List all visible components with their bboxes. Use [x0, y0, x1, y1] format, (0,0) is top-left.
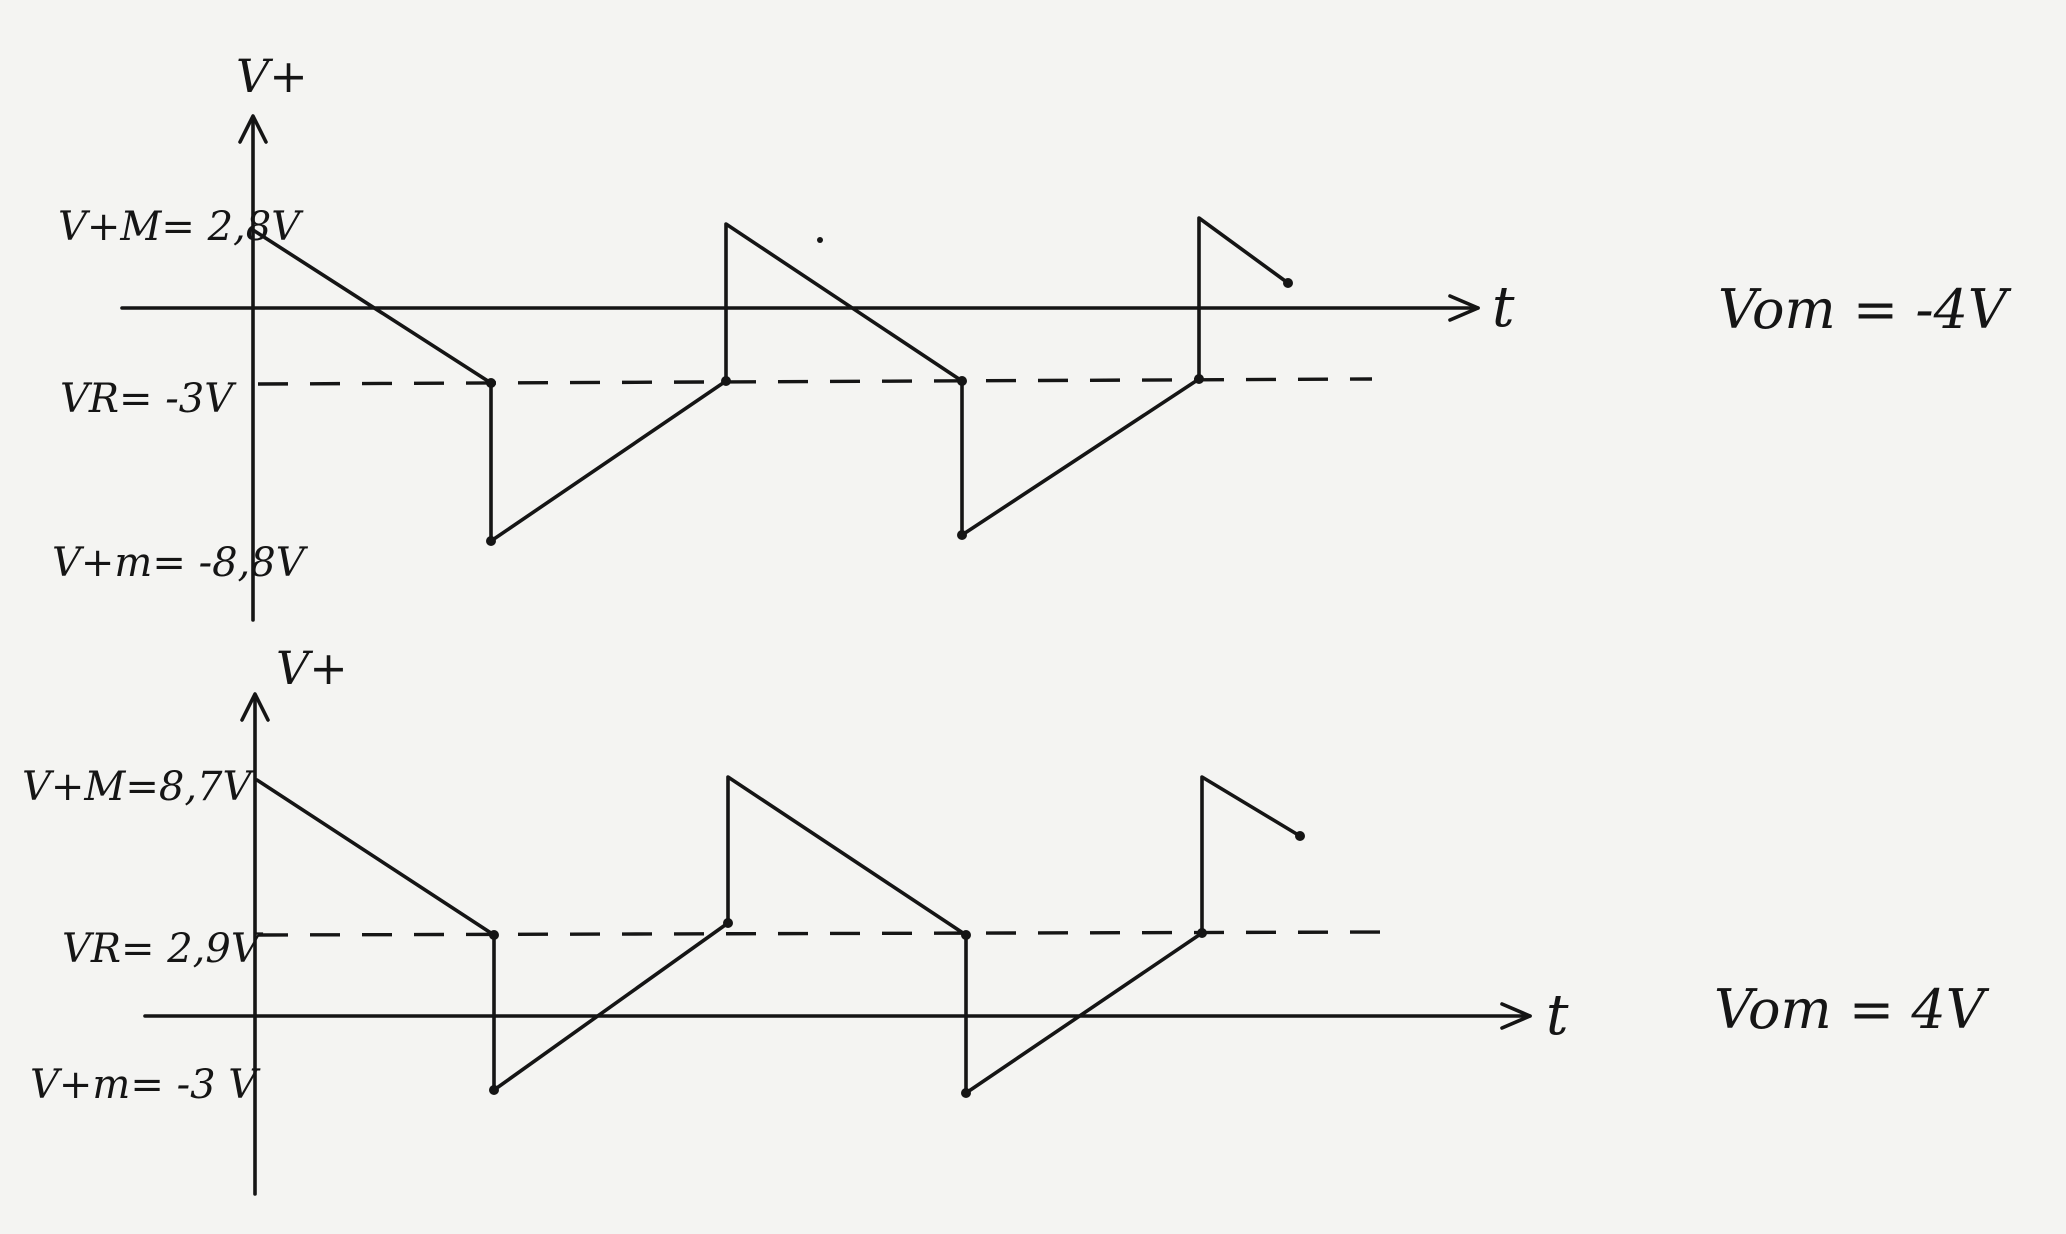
ink-speck	[817, 237, 823, 243]
bottom-y-axis-label: V+	[276, 641, 348, 695]
waveform-vertex	[957, 530, 967, 540]
top-side-note: Vom = -4V	[1718, 278, 2012, 341]
top-reference-level-label: VR= -3V	[60, 376, 237, 422]
bottom-reference-level-label: VR= 2,9V	[62, 926, 264, 972]
top-waveform	[251, 216, 1290, 543]
bottom-diagram: V+ t V+M=8,7V VR= 2,9V V+m= -3 V Vom = 4…	[22, 641, 1990, 1196]
bottom-waveform-vertices	[489, 831, 1305, 1098]
top-x-axis-label: t	[1492, 275, 1515, 340]
top-waveform-vertices	[486, 278, 1293, 546]
waveform-vertex	[1197, 928, 1207, 938]
waveform-vertex	[961, 1088, 971, 1098]
bottom-side-note: Vom = 4V	[1714, 978, 1990, 1041]
bottom-x-axis-label: t	[1546, 983, 1569, 1048]
waveform-vertex	[489, 930, 499, 940]
waveform-vertex	[957, 376, 967, 386]
top-max-level-label: V+M= 2,8V	[58, 204, 304, 250]
bottom-waveform	[255, 775, 1302, 1095]
waveform-vertex	[1194, 374, 1204, 384]
top-diagram: V+ t V+M= 2,8V VR= -3V V+m= -8,8V Vom = …	[52, 49, 2012, 622]
bottom-y-axis-arrowhead	[240, 692, 270, 722]
waveform-vertex	[1283, 278, 1293, 288]
top-y-axis-arrowhead	[238, 114, 268, 144]
top-x-axis-arrowhead	[1448, 294, 1480, 322]
bottom-reference-level-line	[257, 930, 1389, 937]
waveform-vertex	[721, 376, 731, 386]
waveform-vertex	[1295, 831, 1305, 841]
waveform-vertex	[723, 918, 733, 928]
waveform-vertex	[961, 930, 971, 940]
waveform-vertex	[486, 378, 496, 388]
waveform-vertex	[486, 536, 496, 546]
top-y-axis-label: V+	[236, 49, 308, 103]
waveform-vertex	[489, 1085, 499, 1095]
bottom-max-level-label: V+M=8,7V	[22, 764, 255, 810]
bottom-min-level-label: V+m= -3 V	[30, 1062, 261, 1108]
bottom-x-axis-arrowhead	[1500, 1002, 1532, 1030]
top-min-level-label: V+m= -8,8V	[52, 540, 309, 586]
top-reference-level-line	[257, 377, 1373, 386]
